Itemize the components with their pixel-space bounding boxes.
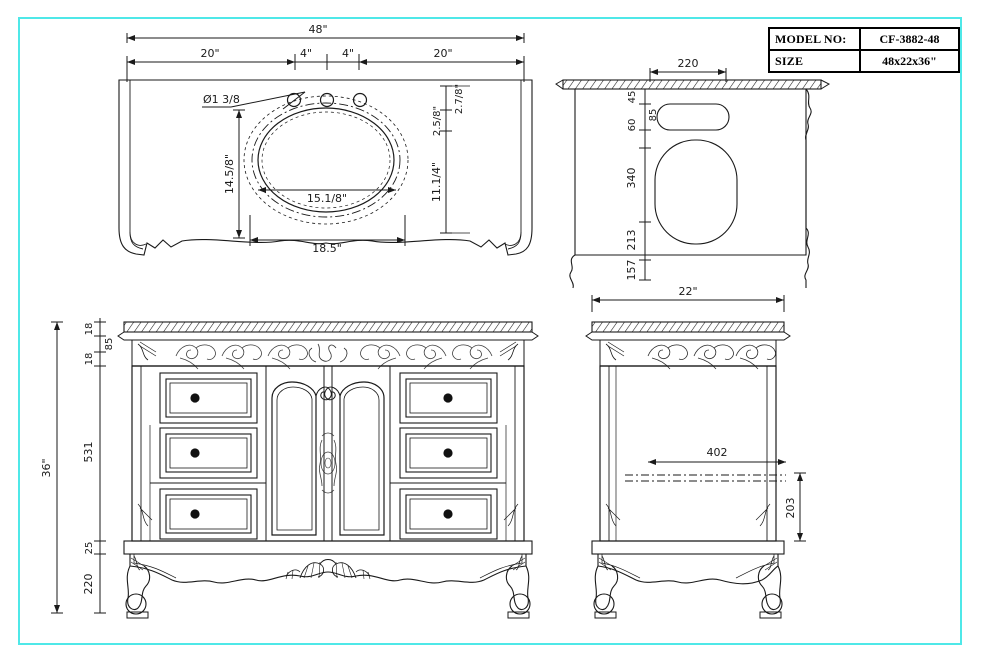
title-block-value-size: 48x22x36" [882, 53, 937, 68]
dim-cabinet-body: 531 [82, 442, 95, 463]
side-base-apron [591, 503, 785, 585]
side-cabinet-body [599, 365, 777, 542]
front-drawers-right [390, 372, 507, 541]
dim-right-segment: 20" [433, 47, 452, 60]
dim-back-offset-1: 2.5/8" [432, 106, 443, 136]
dim-overall-depth: 22" [678, 285, 697, 298]
title-block-key-size: SIZE [770, 51, 861, 71]
sheet-border [18, 17, 962, 645]
dim-cutout-width: 18.5" [312, 242, 342, 255]
front-base-apron [123, 503, 533, 584]
dim-bowl-rim: 85 [648, 109, 659, 122]
counter-slab-section [555, 79, 831, 90]
dim-depth-to-bowl: 220 [678, 57, 699, 70]
dim-left-segment: 20" [200, 47, 219, 60]
dim-interior-width: 402 [707, 446, 728, 459]
dim-overall-height: 36" [40, 458, 53, 477]
dim-gap: 60 [627, 119, 638, 132]
front-center-doors [265, 365, 391, 542]
title-block-row-model: MODEL NO: CF-3882-48 [770, 29, 958, 49]
title-block-value-model: CF-3882-48 [879, 31, 940, 46]
dim-crown: 85 [104, 338, 115, 351]
dim-leg-height-section: 157 [625, 260, 638, 281]
title-block-row-size: SIZE 48x22x36" [770, 49, 958, 71]
front-drawers-left [149, 372, 266, 541]
bowl-section-shapes [654, 103, 738, 245]
dim-below-bowl: 213 [625, 230, 638, 251]
countertop-outline [118, 79, 533, 256]
dim-bowl-depth: 340 [625, 168, 638, 189]
dim-mid-segment-2: 4" [342, 47, 354, 60]
dim-front-offset: 11.1/4" [430, 162, 443, 202]
front-crown-band [131, 339, 525, 370]
side-legs [593, 555, 783, 619]
dim-top-2: 18 [84, 353, 95, 366]
title-block: MODEL NO: CF-3882-48 SIZE 48x22x36" [768, 27, 960, 73]
title-block-key-model: MODEL NO: [770, 29, 861, 49]
front-legs [125, 555, 531, 619]
cabinet-side-profile [569, 88, 812, 289]
dim-leg-height-front: 220 [82, 574, 95, 595]
dim-back-offset-2: 2.7/8" [454, 84, 465, 114]
dim-bowl-width: 15.1/8" [307, 192, 347, 205]
dim-top-thickness: 45 [627, 91, 638, 104]
dim-bowl-height: 14.5/8" [223, 154, 236, 194]
dim-interior-height: 203 [784, 498, 797, 519]
side-counter-slab [585, 321, 791, 341]
dim-mid-segment-1: 4" [300, 47, 312, 60]
dim-top-1: 18 [84, 323, 95, 336]
dim-overall-width: 48" [308, 23, 327, 36]
side-crown-band [599, 339, 777, 370]
dim-apron-rail: 25 [84, 542, 95, 555]
dim-hole-diameter: Ø1 3/8 [203, 93, 240, 106]
front-counter-slab [117, 321, 539, 341]
sink-bowl [243, 95, 409, 225]
faucet-holes [202, 91, 368, 110]
